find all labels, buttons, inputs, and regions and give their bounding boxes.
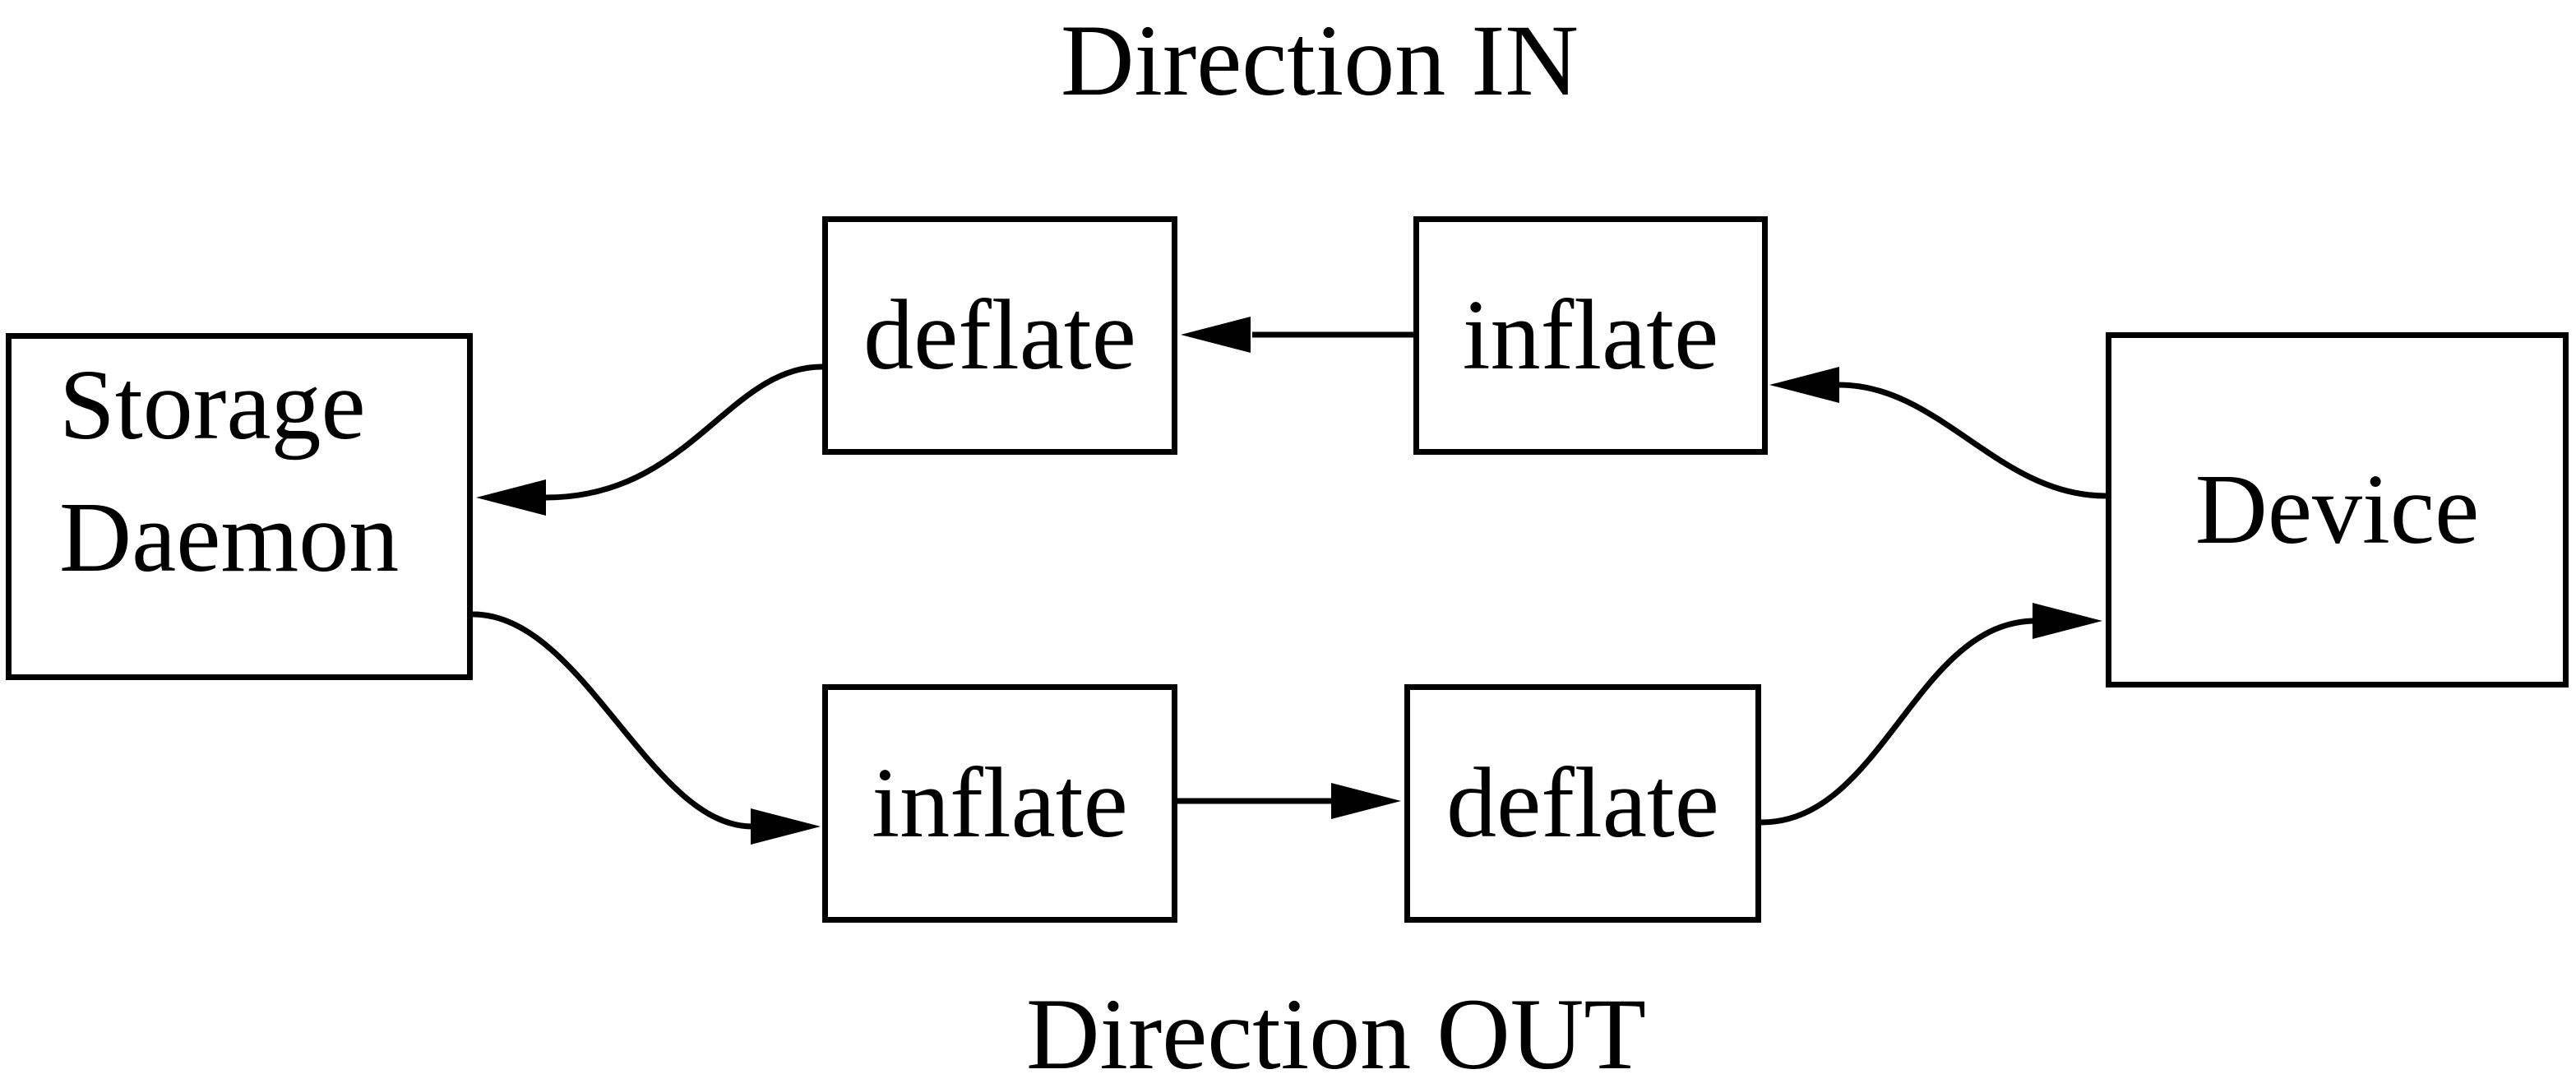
node-inflate-in: inflate bbox=[1413, 216, 1768, 455]
device-label: Device bbox=[2194, 454, 2480, 566]
arrowhead-right-icon bbox=[1331, 783, 1401, 819]
deflate-in-label: deflate bbox=[863, 280, 1136, 391]
direction-out-title: Direction OUT bbox=[1025, 978, 1647, 1088]
edge-in-inflate-to-deflate bbox=[1181, 317, 1413, 353]
arrowhead-right-icon bbox=[751, 808, 821, 845]
edge-out-deflate-to-device bbox=[1760, 603, 2102, 826]
inflate-out-label: inflate bbox=[872, 748, 1128, 859]
edge-out-storage-to-inflate bbox=[472, 611, 821, 845]
edge-in-device-to-inflate bbox=[1769, 367, 2107, 499]
edge-in-deflate-to-storage bbox=[476, 363, 823, 516]
edge-out-inflate-to-deflate bbox=[1177, 783, 1401, 819]
arrowhead-left-icon bbox=[476, 479, 546, 516]
storage-daemon-label-line2: Daemon bbox=[59, 482, 400, 594]
arrowhead-left-icon bbox=[1181, 317, 1251, 353]
inflate-in-label: inflate bbox=[1462, 280, 1719, 391]
arrowhead-right-icon bbox=[2033, 603, 2102, 639]
node-device: Device bbox=[2106, 332, 2569, 688]
deflate-out-label: deflate bbox=[1446, 748, 1719, 859]
storage-daemon-label-line1: Storage bbox=[59, 350, 366, 461]
node-deflate-in: deflate bbox=[822, 216, 1177, 455]
node-inflate-out: inflate bbox=[822, 684, 1177, 923]
arrowhead-left-icon bbox=[1769, 367, 1839, 403]
node-storage-daemon: Storage Daemon bbox=[6, 333, 473, 680]
node-deflate-out: deflate bbox=[1404, 684, 1761, 923]
direction-in-title: Direction IN bbox=[1060, 4, 1579, 117]
